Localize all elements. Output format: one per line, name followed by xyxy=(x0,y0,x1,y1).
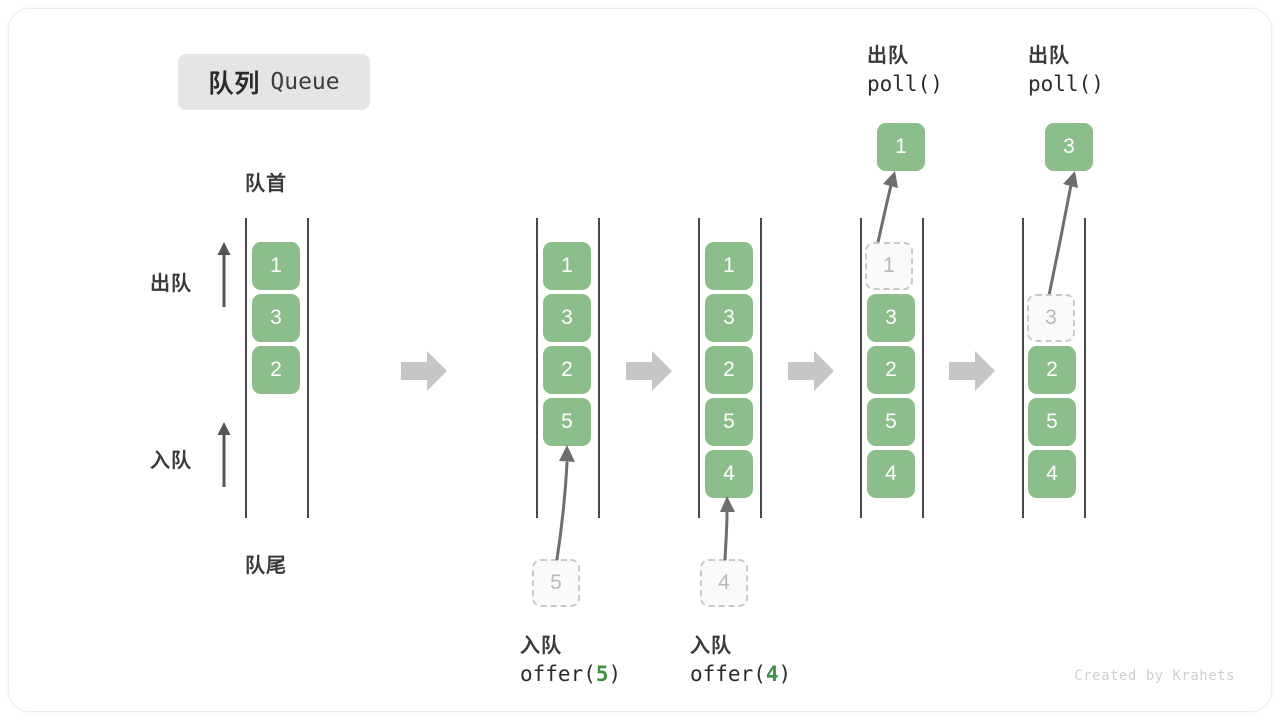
caption-offer-4: 入队 offer(4) xyxy=(690,629,791,686)
enqueue-motion-arrow xyxy=(720,496,735,561)
queue-cell: 2 xyxy=(543,346,591,394)
rail-left xyxy=(860,218,862,518)
caption-fn: poll() xyxy=(867,72,943,96)
caption-code: offer(4) xyxy=(690,662,791,686)
queue-cell-new: 4 xyxy=(705,450,753,498)
queue-cell: 4 xyxy=(867,450,915,498)
queue-cell: 2 xyxy=(867,346,915,394)
caption-cn: 入队 xyxy=(520,635,562,657)
queue-cell: 5 xyxy=(705,398,753,446)
rail-left xyxy=(698,218,700,518)
rail-left xyxy=(245,218,247,518)
queue-cell: 3 xyxy=(252,294,300,342)
queue-cell: 5 xyxy=(1028,398,1076,446)
queue-head-label: 队首 xyxy=(245,173,287,195)
queue-cell: 3 xyxy=(543,294,591,342)
queue-tail-label: 队尾 xyxy=(245,555,287,577)
caption-fn: offer( xyxy=(520,662,596,686)
rail-right xyxy=(760,218,762,518)
queue-cell: 4 xyxy=(1028,450,1076,498)
rail-right xyxy=(922,218,924,518)
queue-cell: 2 xyxy=(705,346,753,394)
caption-poll-3: 出队 poll() xyxy=(1028,39,1104,96)
queue-cell: 3 xyxy=(867,294,915,342)
rail-left xyxy=(1022,218,1024,518)
pending-element-ghost: 4 xyxy=(700,559,748,607)
rail-right xyxy=(598,218,600,518)
step-arrow-icon xyxy=(626,351,672,391)
popped-element: 3 xyxy=(1045,123,1093,171)
pending-element-ghost: 5 xyxy=(532,559,580,607)
caption-arg: 4 xyxy=(765,662,779,686)
caption-arg: 5 xyxy=(595,662,609,686)
caption-code: offer(5) xyxy=(520,662,621,686)
title-en: Queue xyxy=(270,69,340,95)
queue-cell: 3 xyxy=(705,294,753,342)
caption-close: ) xyxy=(608,662,622,686)
queue-cell-new: 5 xyxy=(543,398,591,446)
rail-right xyxy=(307,218,309,518)
enqueue-label: 入队 xyxy=(150,450,192,472)
popped-element: 1 xyxy=(877,123,925,171)
step-arrow-icon xyxy=(401,351,447,391)
caption-fn: offer( xyxy=(690,662,766,686)
queue-cell: 1 xyxy=(252,242,300,290)
step-arrow-icon xyxy=(788,351,834,391)
dequeue-direction-arrow xyxy=(217,242,231,307)
queue-cell: 1 xyxy=(705,242,753,290)
step-arrow-icon xyxy=(949,351,995,391)
queue-cell: 2 xyxy=(1028,346,1076,394)
caption-cn: 出队 xyxy=(1028,45,1070,67)
rail-right xyxy=(1084,218,1086,518)
queue-cell: 2 xyxy=(252,346,300,394)
caption-fn: poll() xyxy=(1028,72,1104,96)
rail-left xyxy=(536,218,538,518)
caption-offer-5: 入队 offer(5) xyxy=(520,629,621,686)
dequeue-label: 出队 xyxy=(150,273,192,295)
caption-close: ) xyxy=(778,662,792,686)
enqueue-motion-arrow xyxy=(555,445,575,561)
title-cn: 队列 xyxy=(208,70,261,98)
removed-element-ghost: 3 xyxy=(1027,294,1075,342)
removed-element-ghost: 1 xyxy=(865,242,913,290)
caption-cn: 出队 xyxy=(867,45,909,67)
diagram-card: 队列 Queue 队首 队尾 出队 入队 1 3 2 xyxy=(8,8,1272,712)
watermark: Created by Krahets xyxy=(1074,668,1235,684)
queue-cell: 5 xyxy=(867,398,915,446)
caption-poll-1: 出队 poll() xyxy=(867,39,943,96)
enqueue-direction-arrow xyxy=(217,422,231,487)
caption-cn: 入队 xyxy=(690,635,732,657)
queue-cell: 1 xyxy=(543,242,591,290)
title-badge: 队列 Queue xyxy=(178,54,370,110)
